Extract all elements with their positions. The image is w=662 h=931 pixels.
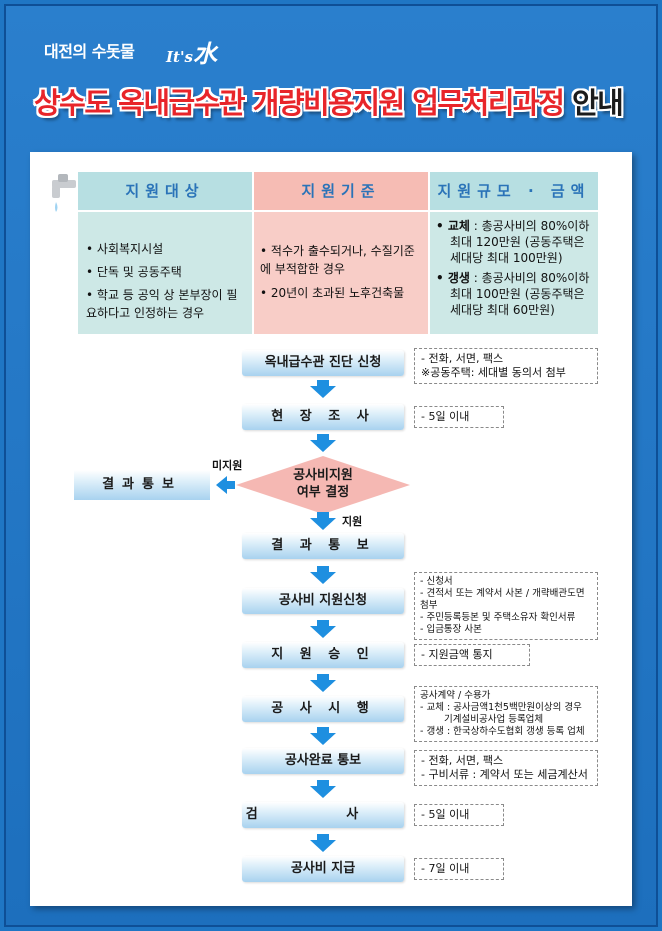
note-apply: - 전화, 서면, 팩스 ※공동주택: 세대별 동의서 첨부 <box>414 348 598 384</box>
cell-criteria: 적수가 출수되거나, 수질기준에 부적합한 경우 20년이 초과된 노후건축물 <box>254 212 428 334</box>
note-docs: - 신청서 - 견적서 또는 계약서 사본 / 개략배관도면 첨부 - 주민등록… <box>414 572 598 640</box>
decision-text: 공사비지원 여부 결정 <box>243 467 403 501</box>
title-main: 상수도 옥내급수관 개량비용지원 업무처리과정 <box>34 86 565 120</box>
note-complete: - 전화, 서면, 팩스 - 구비서류 : 계약서 또는 세금계산서 <box>414 750 598 786</box>
brand-logo: It's水 <box>166 34 217 69</box>
note-line: - 갱생 : 한국상하수도협회 갱생 등록 업체 <box>420 726 585 737</box>
support-label: 지원 <box>342 515 363 528</box>
scale-item-renew: 갱생 : 총공사비의 80%이하 최대 100만원 (공동주택은 세대당 최대 … <box>436 270 594 318</box>
note-line: - 전화, 서면, 팩스 <box>421 754 504 767</box>
faucet-icon <box>52 174 76 212</box>
arrow-down-icon <box>310 566 336 584</box>
scale-label: 교체 <box>436 219 470 233</box>
note-line: - 5일 이내 <box>421 808 470 821</box>
arrow-down-icon <box>310 727 336 745</box>
arrow-down-icon <box>310 674 336 692</box>
brand-logo-prefix: It's <box>166 48 193 66</box>
note-line: - 교체 : 공사금액1천5백만원이상의 경우 <box>420 702 582 713</box>
target-item: 학교 등 공익 상 본부장이 필요하다고 인정하는 경우 <box>86 286 246 322</box>
header-criteria: 지원기준 <box>254 172 428 210</box>
arrow-down-icon <box>310 380 336 398</box>
arrow-down-icon <box>310 780 336 798</box>
arrow-down-icon <box>310 620 336 638</box>
note-line: - 5일 이내 <box>421 410 470 423</box>
step-survey: 현 장 조 사 <box>242 404 404 430</box>
note-line: 공사계약 / 수용가 <box>420 690 491 701</box>
scale-line: 최대 100만원 (공동주택은 <box>450 287 585 301</box>
step-construct: 공 사 시 행 <box>242 696 404 722</box>
arrow-down-icon <box>310 834 336 852</box>
decision-line: 공사비지원 <box>293 468 353 483</box>
scale-line: 총공사비의 80%이하 <box>481 219 590 233</box>
step-pay: 공사비 지급 <box>242 856 404 882</box>
step-approve: 지 원 승 인 <box>242 642 404 668</box>
header-target: 지원대상 <box>78 172 252 210</box>
note-line: - 구비서류 : 계약서 또는 세금계산서 <box>421 768 588 781</box>
cell-scale: 교체 : 총공사비의 80%이하 최대 120만원 (공동주택은 세대당 최대 … <box>430 212 598 334</box>
scale-line: 최대 120만원 (공동주택은 <box>450 235 585 249</box>
arrow-left-icon <box>216 476 235 494</box>
note-line: - 주민등록등본 및 주택소유자 확인서류 <box>420 612 576 623</box>
note-line: - 전화, 서면, 팩스 <box>421 352 504 365</box>
arrow-down-icon <box>310 434 336 452</box>
note-line: - 신청서 <box>420 576 453 587</box>
scale-line: 세대당 최대 60만원) <box>450 303 555 317</box>
scale-item-replace: 교체 : 총공사비의 80%이하 최대 120만원 (공동주택은 세대당 최대 … <box>436 218 594 266</box>
scale-label: 갱생 <box>436 271 470 285</box>
scale-line: 총공사비의 80%이하 <box>481 271 590 285</box>
step-cost-apply: 공사비 지원신청 <box>242 588 404 614</box>
scale-line: 세대당 최대 100만원) <box>450 251 563 265</box>
target-item: 단독 및 공동주택 <box>86 263 246 281</box>
title-last: 안내 <box>572 86 624 120</box>
no-support-label: 미지원 <box>212 459 243 472</box>
step-inspect: 검 사 <box>242 802 404 828</box>
note-line: ※공동주택: 세대별 동의서 첨부 <box>421 366 566 379</box>
page-title: 상수도 옥내급수관 개량비용지원 업무처리과정 안내 <box>34 80 634 122</box>
side-result-box: 결과통보 <box>74 470 210 500</box>
arrow-down-icon <box>310 512 336 530</box>
note-inspect: - 5일 이내 <box>414 804 504 826</box>
criteria-item: 적수가 출수되거나, 수질기준에 부적합한 경우 <box>260 242 424 278</box>
decision-line: 여부 결정 <box>296 485 350 500</box>
step-complete: 공사완료 통보 <box>242 748 404 774</box>
decision-diamond <box>236 456 410 514</box>
note-approve: - 지원금액 통지 <box>414 644 530 666</box>
note-survey: - 5일 이내 <box>414 406 504 428</box>
note-line: - 입금통장 사본 <box>420 624 482 635</box>
step-result: 결 과 통 보 <box>242 533 404 559</box>
note-construct: 공사계약 / 수용가 - 교체 : 공사금액1천5백만원이상의 경우 기계설비공… <box>414 686 598 742</box>
criteria-item: 20년이 초과된 노후건축물 <box>260 284 424 302</box>
note-pay: - 7일 이내 <box>414 858 504 880</box>
brand-text: 대전의 수돗물 <box>44 42 135 61</box>
step-apply: 옥내급수관 진단 신청 <box>242 350 404 376</box>
cell-target: 사회복지시설 단독 및 공동주택 학교 등 공익 상 본부장이 필요하다고 인정… <box>78 212 252 334</box>
note-line: - 7일 이내 <box>421 862 470 875</box>
header-scale: 지원규모 · 금액 <box>430 172 598 210</box>
brand-logo-water: 水 <box>192 39 217 68</box>
note-line: - 지원금액 통지 <box>421 648 493 661</box>
target-item: 사회복지시설 <box>86 240 246 258</box>
note-line: - 견적서 또는 계약서 사본 / 개략배관도면 첨부 <box>420 588 585 611</box>
note-line: 기계설비공사업 등록업체 <box>444 714 544 725</box>
